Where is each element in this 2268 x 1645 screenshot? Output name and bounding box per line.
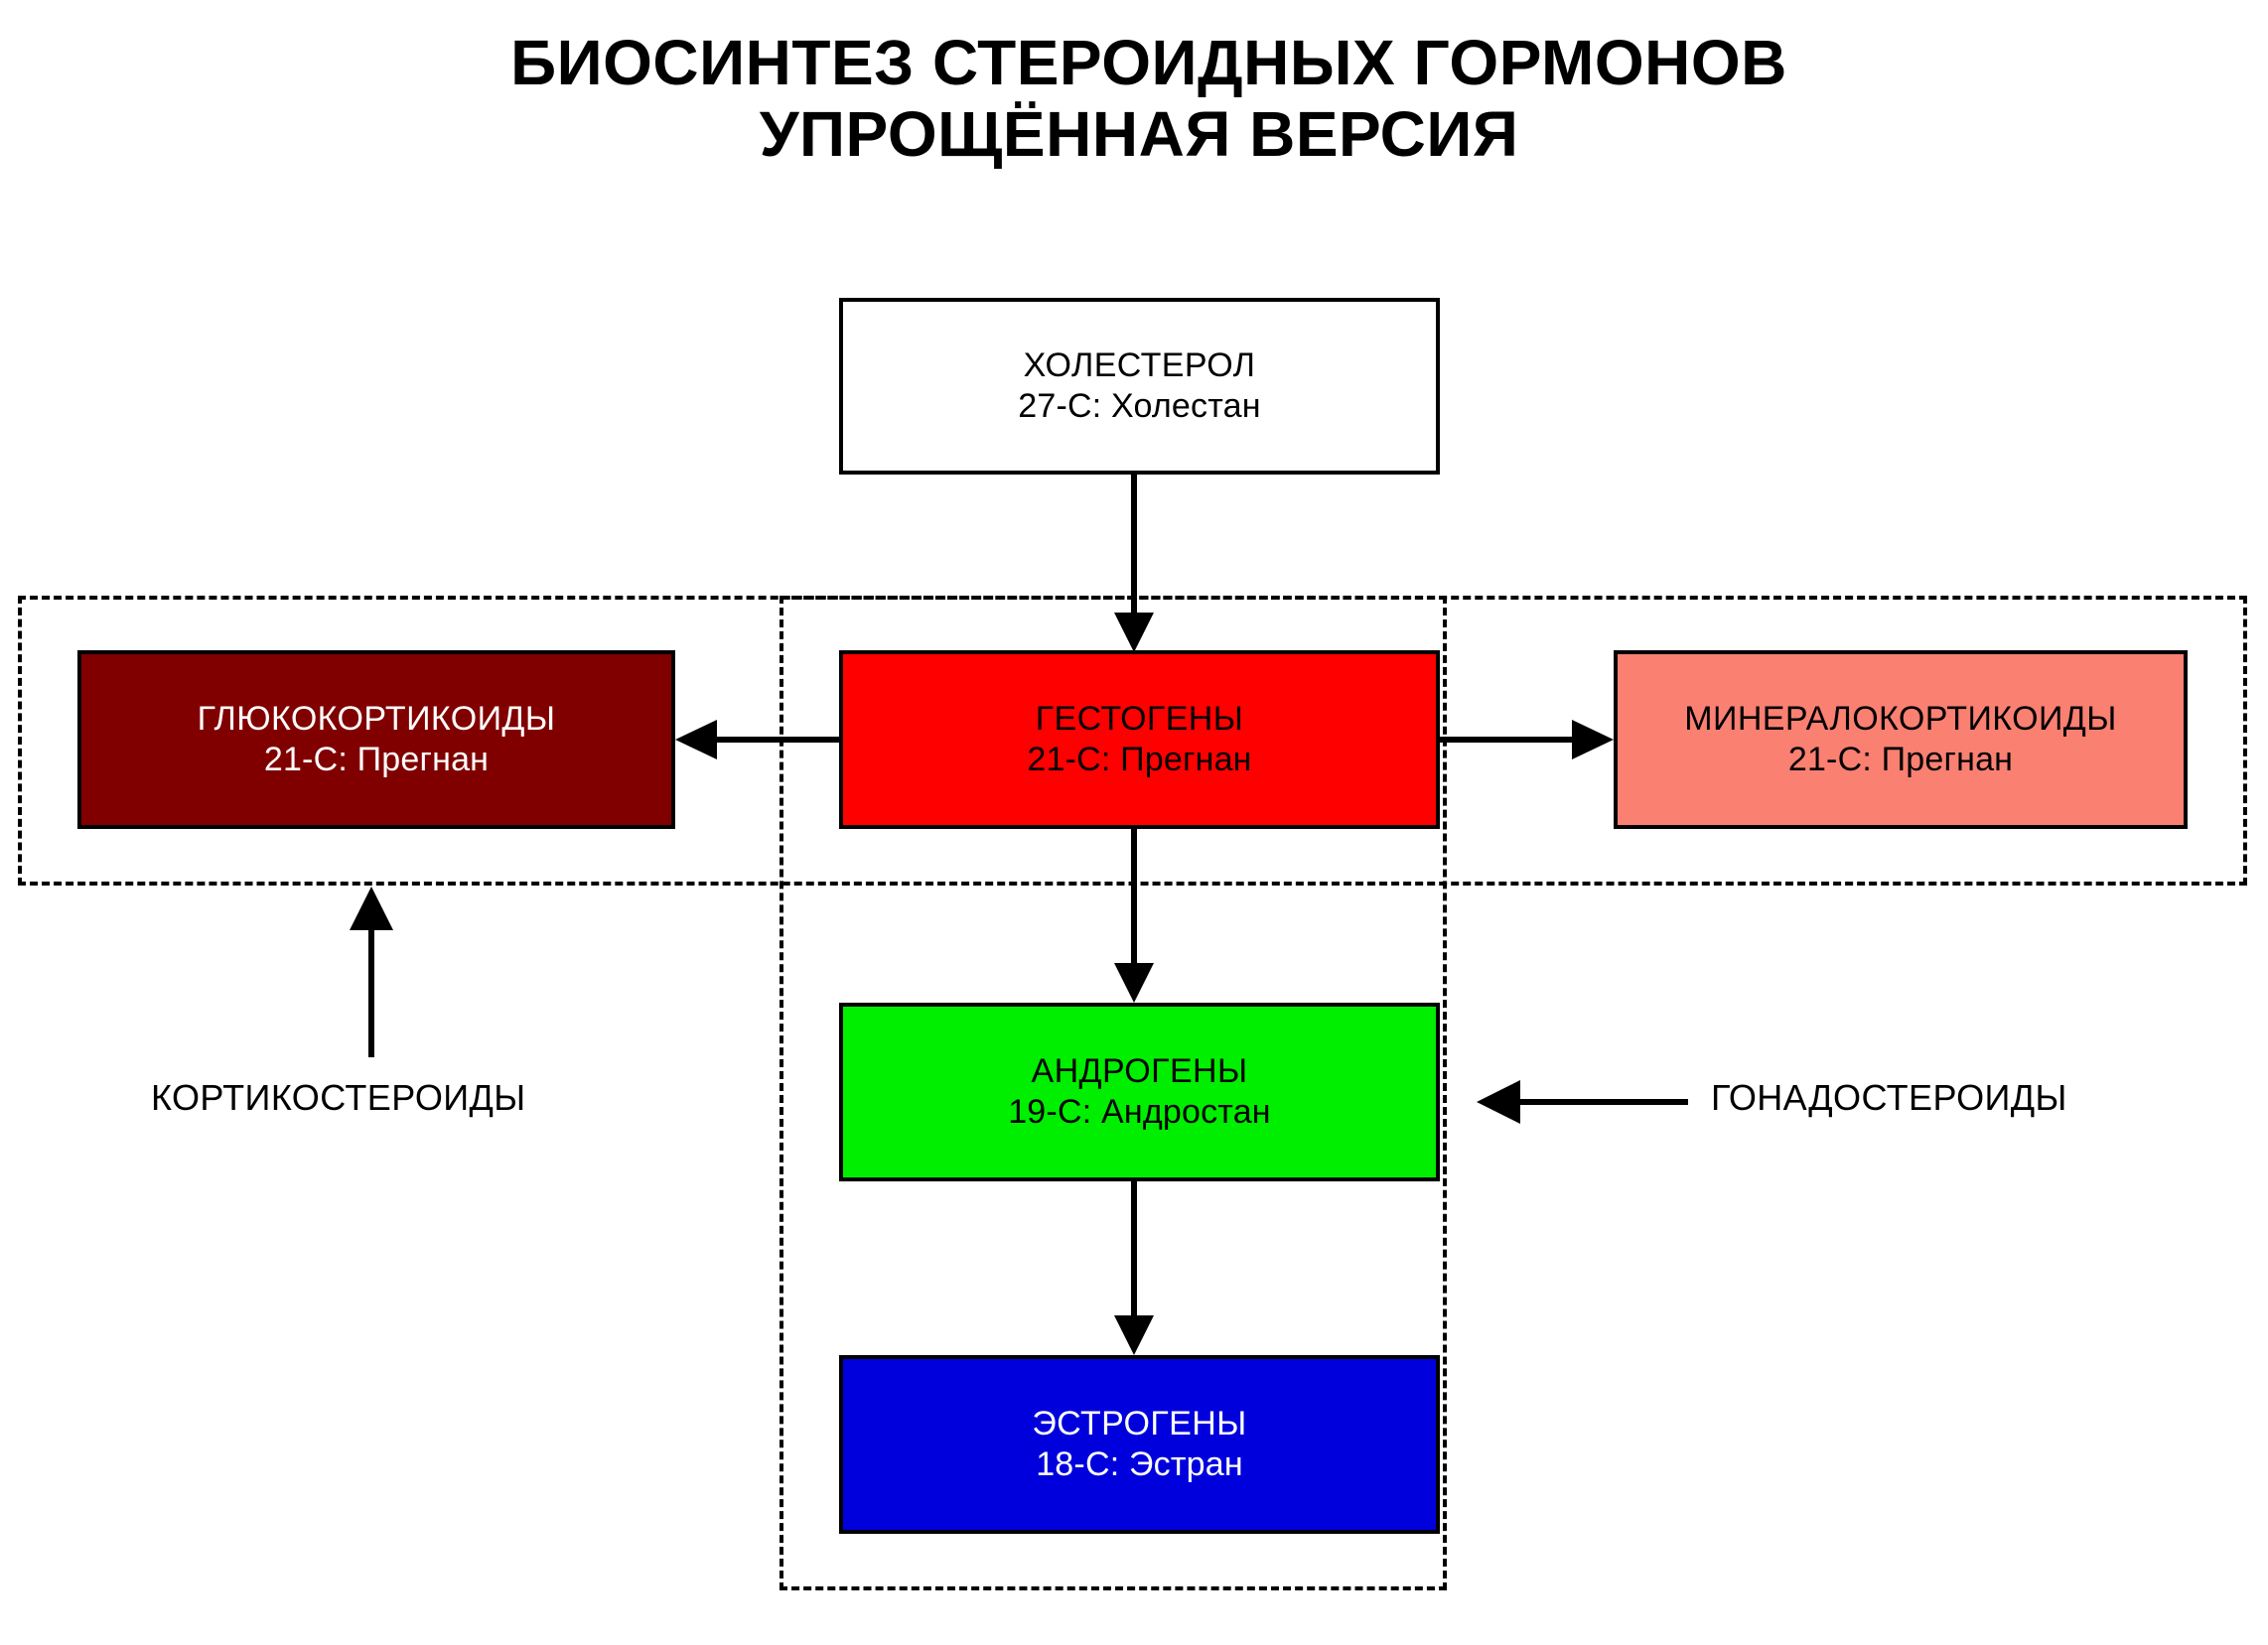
node-gestagens-name: ГЕСТОГЕНЫ	[1035, 699, 1244, 738]
node-glucocorticoids[interactable]: ГЛЮКОКОРТИКОИДЫ 21-С: Прегнан	[77, 650, 675, 829]
region-gonadosteroids	[780, 596, 1447, 1590]
node-androgens-formula: 19-С: Андростан	[1008, 1093, 1271, 1131]
node-estrogens[interactable]: ЭСТРОГЕНЫ 18-С: Эстран	[839, 1355, 1440, 1534]
title-line-2: УПРОЩЁННАЯ ВЕРСИЯ	[759, 97, 1519, 170]
node-glucocorticoids-name: ГЛЮКОКОРТИКОИДЫ	[197, 699, 556, 738]
node-gestagens-formula: 21-С: Прегнан	[1027, 741, 1252, 778]
node-mineralocorticoids-formula: 21-С: Прегнан	[1787, 741, 2014, 778]
region-caption-gonadosteroids: ГОНАДОСТЕРОИДЫ	[1711, 1077, 2067, 1118]
node-cholesterol[interactable]: ХОЛЕСТЕРОЛ 27-С: Холестан	[839, 298, 1440, 475]
arrow-corticosteroids-caption	[350, 887, 393, 1057]
node-estrogens-name: ЭСТРОГЕНЫ	[1032, 1404, 1247, 1442]
node-gestagens[interactable]: ГЕСТОГЕНЫ 21-С: Прегнан	[839, 650, 1440, 829]
node-androgens-name: АНДРОГЕНЫ	[1031, 1051, 1248, 1090]
node-mineralocorticoids[interactable]: МИНЕРАЛОКОРТИКОИДЫ 21-С: Прегнан	[1614, 650, 2188, 829]
arrow-gonadosteroids-caption	[1477, 1080, 1688, 1124]
node-androgens[interactable]: АНДРОГЕНЫ 19-С: Андростан	[839, 1003, 1440, 1181]
region-caption-corticosteroids: КОРТИКОСТЕРОИДЫ	[151, 1077, 526, 1118]
node-cholesterol-name: ХОЛЕСТЕРОЛ	[1023, 345, 1256, 384]
page-title: БИОСИНТЕЗ СТЕРОИДНЫХ ГОРМОНОВ УПРОЩЁННАЯ…	[0, 27, 2268, 170]
node-mineralocorticoids-name: МИНЕРАЛОКОРТИКОИДЫ	[1684, 699, 2117, 738]
node-estrogens-formula: 18-С: Эстран	[1036, 1445, 1243, 1483]
node-glucocorticoids-formula: 21-С: Прегнан	[263, 741, 490, 778]
title-line-1: БИОСИНТЕЗ СТЕРОИДНЫХ ГОРМОНОВ	[510, 27, 1787, 98]
node-cholesterol-formula: 27-С: Холестан	[1018, 387, 1261, 425]
